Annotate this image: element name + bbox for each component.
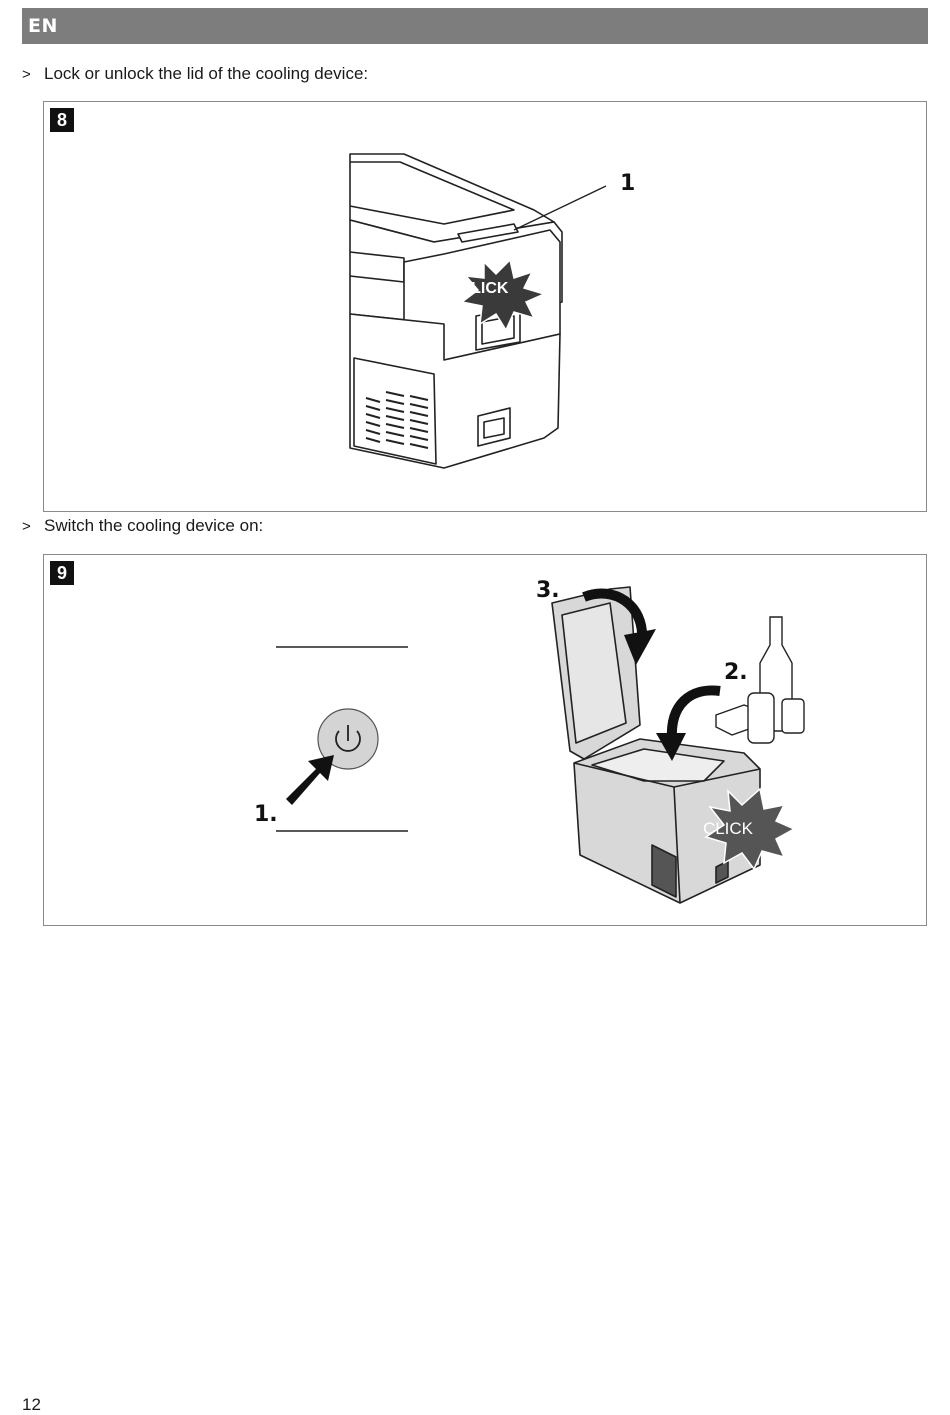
click-burst-icon xyxy=(704,787,796,871)
power-icon xyxy=(317,708,379,770)
instruction-step-lock: > Lock or unlock the lid of the cooling d… xyxy=(22,64,368,84)
arrow-icon xyxy=(286,755,334,805)
callout-leader-line xyxy=(513,185,607,231)
step-text: Switch the cooling device on: xyxy=(44,516,264,535)
step-label-2: 2. xyxy=(724,660,748,685)
callout-number: 1 xyxy=(620,171,635,196)
figure-number: 8 xyxy=(50,108,74,132)
step-label-1: 1. xyxy=(254,802,278,827)
can-icon xyxy=(747,692,775,744)
page-number: 12 xyxy=(22,1395,41,1414)
jar-icon xyxy=(781,698,805,734)
step-text: Lock or unlock the lid of the cooling de… xyxy=(44,64,369,83)
language-header-bar: EN xyxy=(22,8,928,44)
click-label: CLICK xyxy=(460,280,509,297)
step-marker: > xyxy=(22,518,31,535)
step-marker: > xyxy=(22,66,31,83)
language-tag: EN xyxy=(28,15,58,37)
figure-number: 9 xyxy=(50,561,74,585)
figure-8: 8 xyxy=(43,101,927,512)
step-label-3: 3. xyxy=(536,578,560,603)
cooler-illustration xyxy=(551,586,761,904)
figure-9: 9 1. 3. xyxy=(43,554,927,926)
switch-on-illustration: 1. 3. 2. xyxy=(254,578,805,904)
click-burst-icon xyxy=(460,258,547,332)
instruction-step-switch-on: > Switch the cooling device on: xyxy=(22,516,263,536)
cooler-lid-lock-illustration: CLICK 1 xyxy=(349,153,635,469)
click-label: CLICK xyxy=(703,819,754,838)
